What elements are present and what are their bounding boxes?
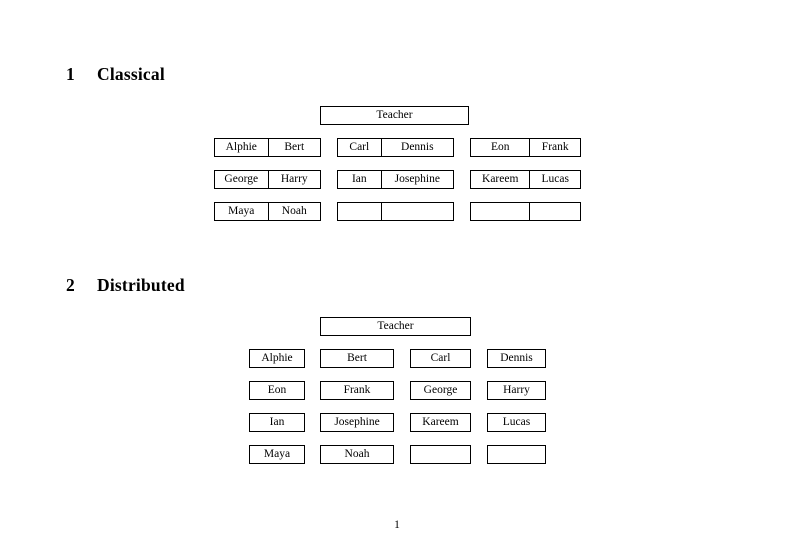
distributed-name-box[interactable]: Carl — [410, 349, 471, 368]
classical-group-row2-col3[interactable]: Kareem Lucas — [470, 170, 581, 189]
name-cell[interactable] — [338, 203, 381, 220]
classical-group-row2-col1[interactable]: George Harry — [214, 170, 321, 189]
classical-teacher-box[interactable]: Teacher — [320, 106, 469, 125]
section-number: 2 — [66, 275, 75, 295]
name-cell[interactable]: Ian — [351, 172, 367, 185]
name-cell[interactable]: Frank — [529, 139, 580, 156]
classical-group-row1-col1[interactable]: Alphie Bert — [214, 138, 321, 157]
classical-group-row1-col2[interactable]: Carl Dennis — [337, 138, 454, 157]
name-cell[interactable] — [380, 203, 453, 220]
name-cell[interactable]: Carl — [349, 140, 370, 153]
distributed-name-box[interactable]: Josephine — [320, 413, 394, 432]
name-cell[interactable] — [471, 203, 529, 220]
classical-group-row3-col1[interactable]: Maya Noah — [214, 202, 321, 221]
distributed-name-box[interactable]: Kareem — [410, 413, 471, 432]
name-cell[interactable]: Lucas — [529, 171, 580, 188]
name-cell[interactable]: Josephine — [380, 171, 453, 188]
name-cell[interactable]: Maya — [228, 204, 255, 217]
name-cell[interactable] — [529, 203, 580, 220]
name-cell[interactable]: Bert — [267, 139, 321, 156]
distributed-name-box[interactable] — [410, 445, 471, 464]
distributed-name-box[interactable]: Frank — [320, 381, 394, 400]
section-title: Distributed — [97, 275, 185, 295]
section-title: Classical — [97, 64, 165, 84]
classical-group-row2-col2[interactable]: Ian Josephine — [337, 170, 454, 189]
section-heading-classical: 1 Classical — [66, 64, 165, 85]
distributed-name-box[interactable] — [487, 445, 546, 464]
distributed-name-box[interactable]: Maya — [249, 445, 305, 464]
name-cell[interactable]: Dennis — [380, 139, 453, 156]
distributed-name-box[interactable]: Noah — [320, 445, 394, 464]
distributed-name-box[interactable]: George — [410, 381, 471, 400]
page-number: 1 — [394, 519, 400, 531]
distributed-name-box[interactable]: Dennis — [487, 349, 546, 368]
name-cell[interactable]: Harry — [267, 171, 321, 188]
classical-group-row1-col3[interactable]: Eon Frank — [470, 138, 581, 157]
distributed-teacher-box[interactable]: Teacher — [320, 317, 471, 336]
name-cell[interactable]: George — [224, 172, 259, 185]
classical-group-row3-col2[interactable] — [337, 202, 454, 221]
section-heading-distributed: 2 Distributed — [66, 275, 185, 296]
name-cell[interactable]: Alphie — [225, 140, 257, 153]
distributed-name-box[interactable]: Alphie — [249, 349, 305, 368]
name-cell[interactable]: Kareem — [482, 172, 519, 185]
distributed-name-box[interactable]: Lucas — [487, 413, 546, 432]
classical-group-row3-col3[interactable] — [470, 202, 581, 221]
distributed-name-box[interactable]: Eon — [249, 381, 305, 400]
name-cell[interactable]: Noah — [267, 203, 321, 220]
section-number: 1 — [66, 64, 75, 84]
distributed-name-box[interactable]: Bert — [320, 349, 394, 368]
name-cell[interactable]: Eon — [490, 140, 510, 153]
distributed-name-box[interactable]: Ian — [249, 413, 305, 432]
distributed-name-box[interactable]: Harry — [487, 381, 546, 400]
